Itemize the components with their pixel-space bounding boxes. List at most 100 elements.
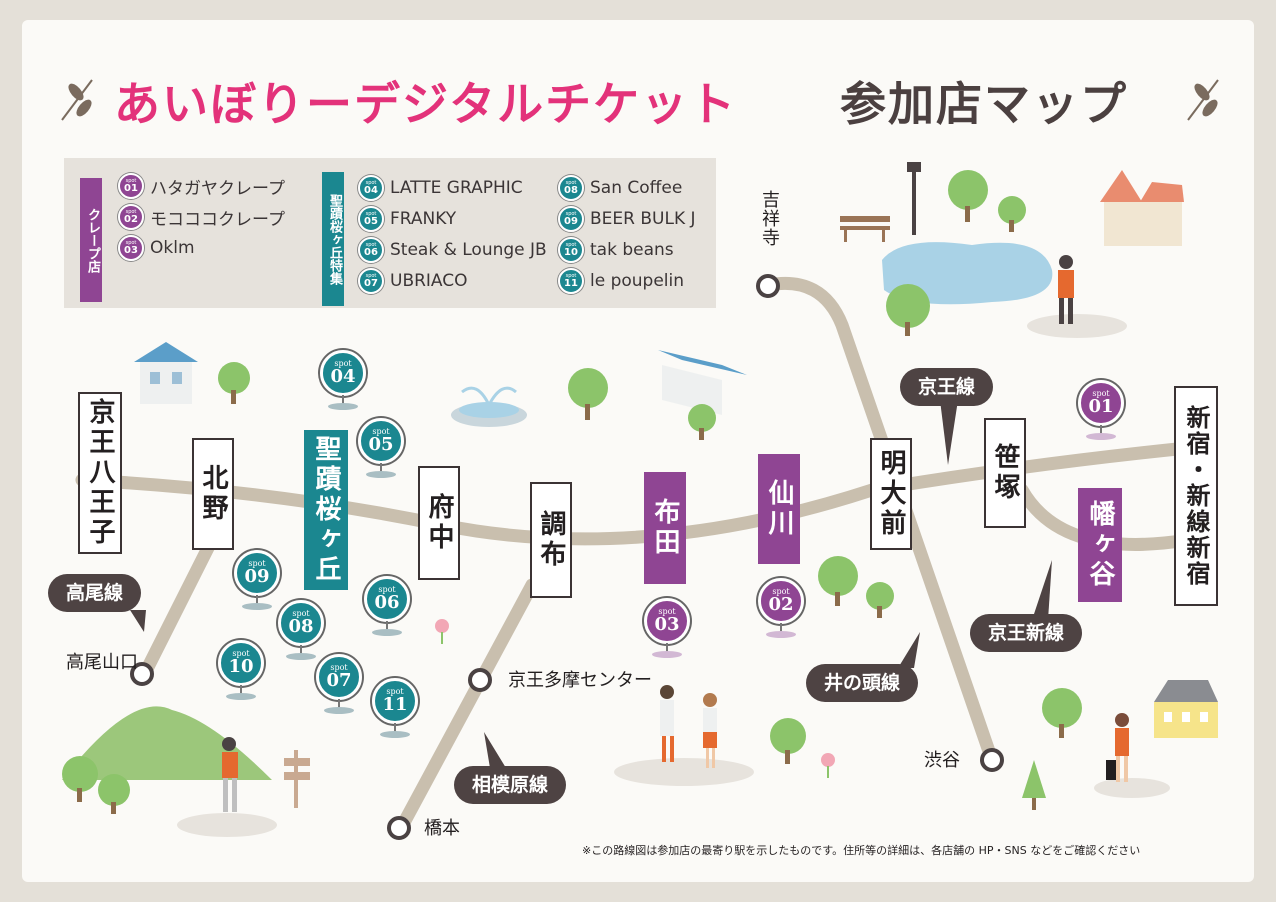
house-bottom-right [1154,680,1218,738]
walker-right [1106,713,1129,782]
walking-couple [660,685,717,768]
station-sign-kitano: 北野 [192,438,234,550]
station-name-shibuya: 渋谷 [924,750,960,771]
people-shadow-center [614,758,754,786]
legend-shop-name: FRANKY [390,209,457,229]
legend-shop-name: UBRIACO [390,271,468,291]
station-sign-hachioji: 京王八王子 [78,392,122,554]
sagamihara-label-pointer [484,732,506,768]
takaosanguchi-station-ring [130,662,154,686]
signpost [284,750,310,808]
station-sign-meidaimae: 明大前 [870,438,912,550]
line-label-keio: 京王線 [900,368,994,406]
legend-shop-name: LATTE GRAPHIC [390,178,523,198]
legend-shop-name: Oklm [150,238,195,258]
station-sign-shinjuku: 新宿・新線新宿 [1174,386,1218,606]
fountain [451,386,527,427]
walker-top [1058,255,1074,324]
legend-shop-name: le poupelin [590,271,685,291]
flowers [435,619,835,778]
title-main: あいぼりーデジタルチケット [114,77,738,131]
legend-shop-name: tak beans [590,240,674,260]
inokashira-line-route [761,276,999,767]
line-label-sagamihara: 相模原線 [454,766,567,804]
legend-shop-name: Steak & Lounge JB [390,240,547,260]
kichijoji-station-ring [756,274,780,298]
legend-shop-name: San Coffee [590,178,683,198]
station-sign-chofu: 調布 [530,482,572,598]
station-sign-hatagaya: 幡ヶ谷 [1078,488,1122,602]
title-sub: 参加店マップ [840,77,1128,131]
seiseki-tag: 聖蹟桜ヶ丘特集 [322,172,344,306]
person-shadow-top [1027,314,1127,338]
inokashira-label-pointer [898,632,920,668]
hiker [222,737,238,812]
keio-new-label-pointer [1032,560,1052,620]
footnote: ※この路線図は参加店の最寄り駅を示したものです。住所等の詳細は、各店舗の HP・… [582,844,1141,857]
takao-label-pointer [130,610,146,632]
line-label-inokashira: 井の頭線 [806,664,919,702]
bench [840,216,890,242]
station-sign-sasazuka: 笹塚 [984,418,1026,528]
hashimoto-station-ring [387,816,411,840]
mountain [62,706,272,780]
shibuya-station-ring [980,748,1004,772]
keiotama-station-ring [468,668,492,692]
legend-shop-name: モコココクレープ [150,209,285,230]
trees [62,170,1082,814]
station-name-kichijoji: 吉祥寺 [759,190,780,247]
sagamihara-line-route [393,578,539,837]
person-shadow-left [177,813,277,837]
person-shadow-right [1094,778,1170,798]
title-ornament-right [1187,79,1219,121]
house-left [134,342,198,404]
route-map [61,79,1219,840]
station-sign-seiseki: 聖蹟桜ヶ丘 [304,430,348,590]
keio-label-pointer [940,400,958,465]
line-label-takao: 高尾線 [48,574,142,612]
house-center [658,350,747,415]
station-name-hashimoto: 橋本 [424,818,460,839]
pond [882,242,1053,305]
station-name-takaosanguchi: 高尾山口 [66,652,138,673]
legend-shop-name: ハタガヤクレープ [150,178,285,199]
legend-shop-name: BEER BULK J [590,209,696,229]
station-sign-fuda: 布田 [644,472,686,584]
line-label-keio-new: 京王新線 [970,614,1083,652]
title-ornament-left [61,79,93,121]
